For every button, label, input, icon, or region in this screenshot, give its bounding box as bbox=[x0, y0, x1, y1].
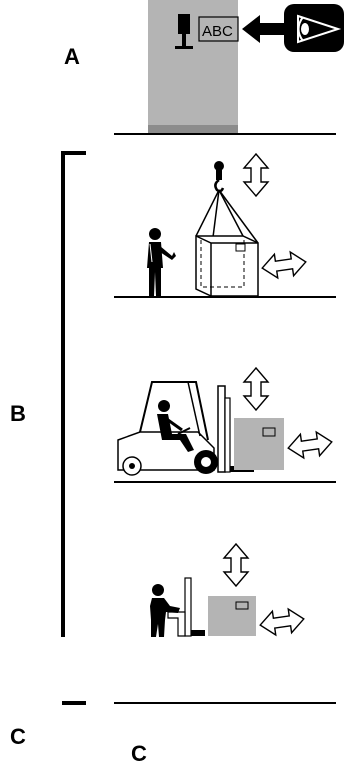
crane-lift-scene bbox=[114, 153, 336, 298]
marking-box bbox=[198, 16, 239, 42]
worker-icon bbox=[150, 584, 180, 637]
shift-arrows-icon bbox=[259, 249, 309, 281]
direction-arrow-icon bbox=[242, 15, 284, 43]
crane-crate bbox=[195, 235, 259, 297]
section-b-bracket bbox=[61, 151, 86, 637]
crane-hook-icon bbox=[214, 161, 225, 193]
section-a: ABC bbox=[114, 0, 344, 135]
eye-icon bbox=[284, 4, 344, 52]
shift-arrows-icon bbox=[257, 606, 307, 638]
pallet-load bbox=[208, 596, 256, 636]
label-c-side: C bbox=[10, 724, 26, 749]
label-a: A bbox=[64, 44, 80, 69]
worker-icon bbox=[147, 228, 176, 296]
shift-arrows-icon bbox=[285, 429, 335, 461]
fragile-upright-symbol-icon bbox=[175, 14, 193, 49]
label-b: B bbox=[10, 401, 26, 426]
lift-arrows-icon bbox=[243, 153, 269, 197]
lift-arrows-icon bbox=[223, 543, 249, 587]
forklift-load bbox=[234, 418, 284, 470]
forklift-icon bbox=[117, 381, 254, 476]
label-c-bottom: C bbox=[131, 741, 147, 766]
forklift-scene bbox=[114, 367, 336, 483]
lift-arrows-icon bbox=[243, 367, 269, 411]
package-marking-text: ABC bbox=[202, 23, 233, 40]
crate-a-base bbox=[148, 125, 238, 134]
pallet-jack-icon bbox=[167, 577, 205, 637]
pallet-jack-scene bbox=[150, 543, 307, 638]
